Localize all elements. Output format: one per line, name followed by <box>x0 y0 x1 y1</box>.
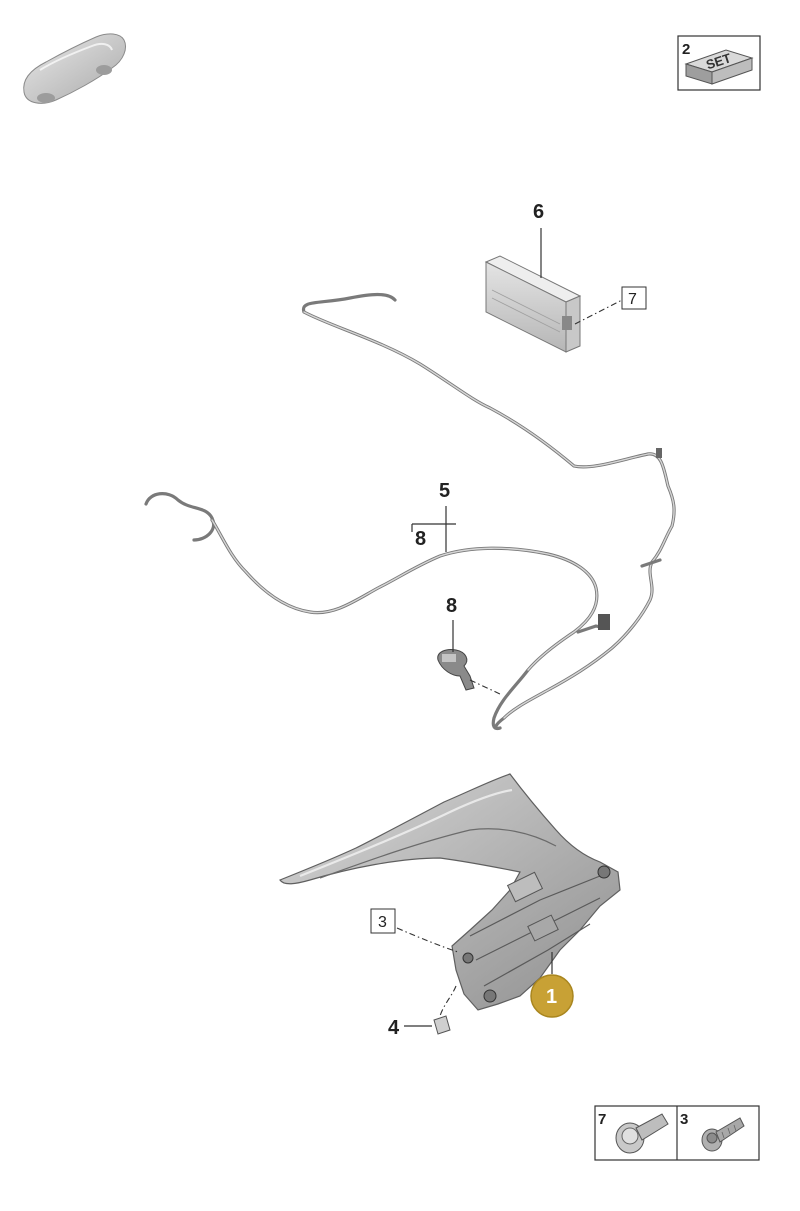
callout-6: 6 <box>533 201 544 223</box>
set-box-icon: SET <box>684 49 754 85</box>
fastener-legend: 7 3 <box>594 1105 760 1161</box>
legend-number-7: 7 <box>598 1111 606 1128</box>
set-badge: 2 SET <box>677 35 761 91</box>
screw-icon <box>701 1117 745 1152</box>
wiring-harness-part <box>144 292 676 731</box>
callout-8-harness: 8 <box>415 528 426 550</box>
clip-part <box>433 1015 451 1035</box>
callout-5: 5 <box>439 480 450 502</box>
control-unit-part <box>484 255 582 353</box>
callout-7-box: 7 <box>628 291 637 308</box>
set-badge-number: 2 <box>682 41 690 58</box>
callout-1: 1 <box>546 986 557 1008</box>
legend-number-3: 3 <box>680 1111 688 1128</box>
flange-bolt-icon <box>615 1113 669 1154</box>
sensor-clip-part <box>437 649 475 691</box>
callout-8-sensor: 8 <box>446 595 457 617</box>
highlight-callout-1 <box>530 974 574 1018</box>
set-badge-text: SET <box>704 50 733 72</box>
car-silhouette-icon <box>23 33 126 104</box>
callout-4: 4 <box>388 1017 400 1039</box>
callout-3-box: 3 <box>378 914 387 931</box>
roof-frame-assembly-part <box>279 773 621 1011</box>
